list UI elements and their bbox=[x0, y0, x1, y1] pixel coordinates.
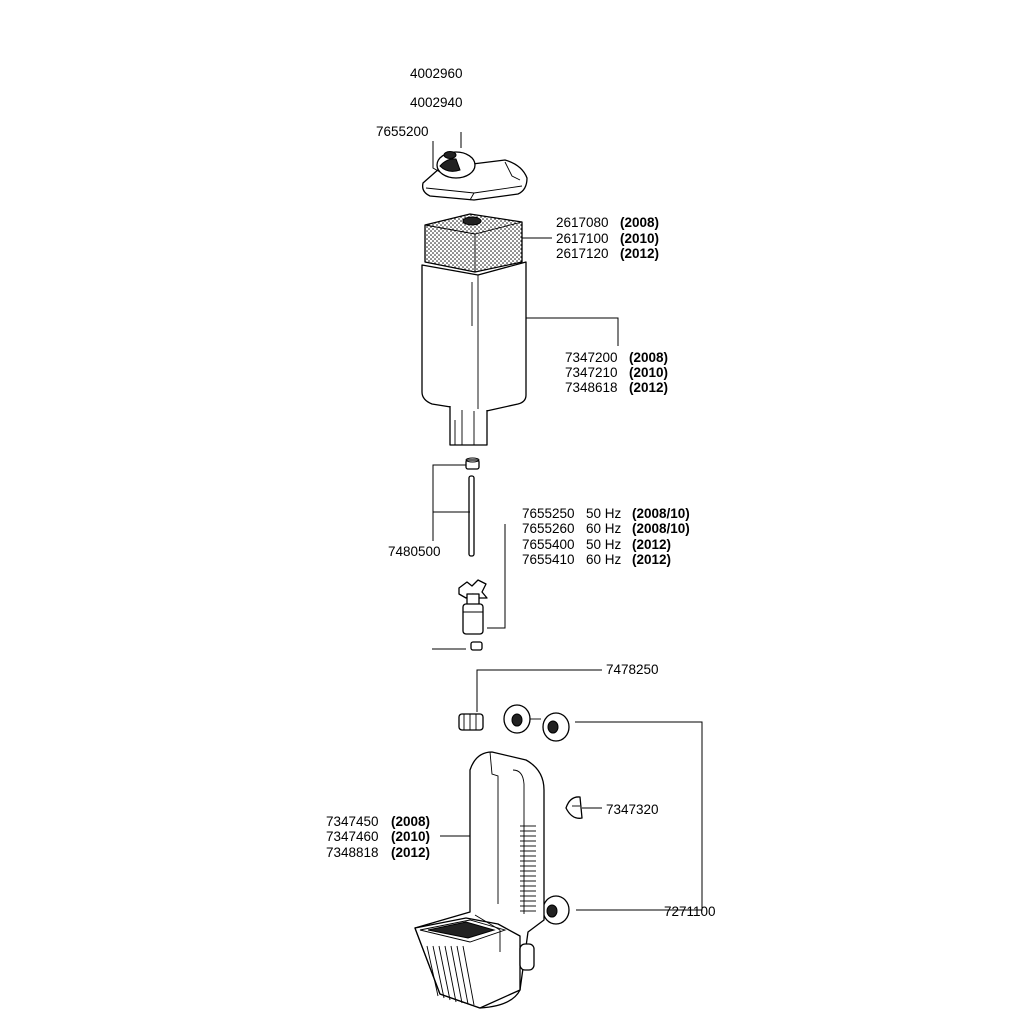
pump-labels: 7347450(2008) 7347460(2010) 7348818(2012… bbox=[326, 814, 430, 860]
label-connector: 7478250 bbox=[606, 662, 659, 677]
leader-7655200 bbox=[432, 141, 441, 173]
hose-connector bbox=[458, 713, 484, 731]
leader-suction-cups bbox=[575, 721, 703, 911]
leader-housing bbox=[526, 317, 619, 346]
svg-text:7347200(2008): 7347200(2008) bbox=[565, 350, 668, 365]
label-4002960: 4002960 bbox=[410, 66, 463, 81]
label-4002940: 4002940 bbox=[410, 95, 463, 110]
label-suction-cup: 7271100 bbox=[664, 904, 716, 919]
svg-text:7347460(2010): 7347460(2010) bbox=[326, 829, 430, 844]
suction-cup-3 bbox=[542, 895, 570, 925]
label-7655200: 7655200 bbox=[376, 124, 429, 139]
svg-text:7348618(2012): 7348618(2012) bbox=[565, 380, 668, 395]
nozzle-slots bbox=[426, 945, 475, 1006]
lid-cover bbox=[422, 151, 528, 201]
svg-text:7347210(2010): 7347210(2010) bbox=[565, 365, 668, 380]
svg-text:2617080(2008): 2617080(2008) bbox=[556, 215, 659, 230]
svg-text:2617100(2010): 2617100(2010) bbox=[556, 231, 659, 246]
leader-impeller bbox=[487, 524, 506, 629]
leader-connector bbox=[476, 669, 602, 712]
filter-sponge bbox=[424, 213, 523, 273]
mounting-clip bbox=[565, 796, 583, 819]
filter-housing bbox=[421, 261, 527, 446]
svg-text:7348818(2012): 7348818(2012) bbox=[326, 845, 430, 860]
sponge-labels: 2617080(2008) 2617100(2010) 2617120(2012… bbox=[556, 215, 659, 261]
suction-cup-1 bbox=[503, 704, 541, 734]
suction-cup-2 bbox=[542, 712, 570, 742]
svg-text:7347450(2008): 7347450(2008) bbox=[326, 814, 430, 829]
leader-axle bbox=[432, 464, 466, 541]
svg-text:2617120(2012): 2617120(2012) bbox=[556, 246, 659, 261]
housing-labels: 7347200(2008) 7347210(2010) 7348618(2012… bbox=[565, 350, 668, 395]
impeller bbox=[458, 579, 488, 651]
label-axle: 7480500 bbox=[388, 544, 441, 559]
pump-grille bbox=[520, 825, 536, 912]
label-clip: 7347320 bbox=[606, 802, 659, 817]
pump-body bbox=[414, 751, 545, 1009]
axle-with-bearings bbox=[465, 457, 480, 557]
